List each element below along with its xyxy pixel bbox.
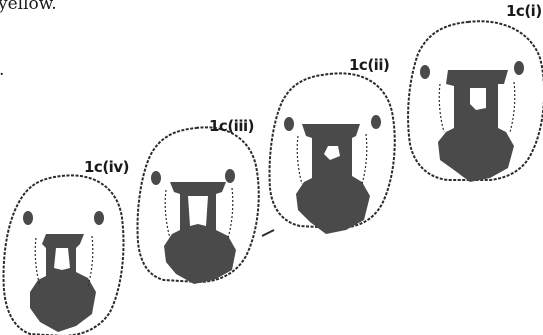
head-figure-1c-iii bbox=[138, 127, 259, 284]
label-1c-i: 1c(i) bbox=[506, 2, 542, 20]
head-figure-1c-iv bbox=[4, 175, 124, 335]
head-figure-1c-i bbox=[408, 21, 543, 182]
head-figure-1c-ii bbox=[262, 73, 395, 236]
label-1c-iii: 1c(iii) bbox=[209, 117, 254, 135]
label-1c-ii: 1c(ii) bbox=[349, 56, 389, 74]
label-1c-iv: 1c(iv) bbox=[84, 158, 129, 176]
